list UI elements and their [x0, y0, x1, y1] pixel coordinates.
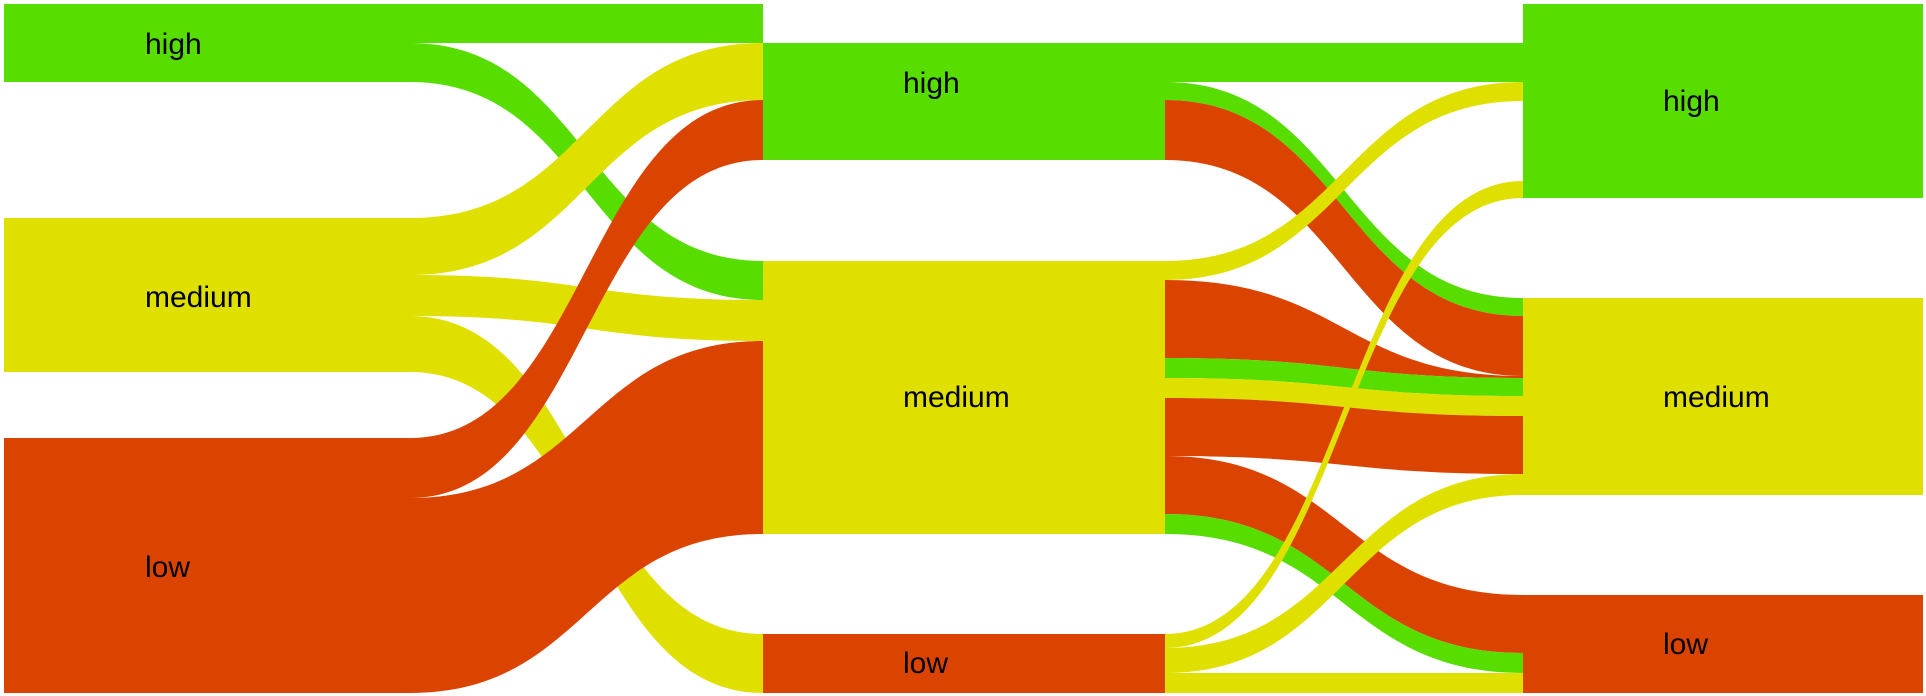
link-low-to-medium-15	[1165, 398, 1523, 474]
link-high-to-high-1	[410, 4, 763, 43]
stage3-medium-label: medium	[1663, 381, 1770, 414]
stage2-medium-node	[763, 261, 1165, 534]
stage3-high-label: high	[1663, 85, 1720, 118]
link-medium-to-high-18	[1165, 181, 1523, 648]
stage1-low-node	[4, 438, 410, 693]
stage2-high-label: high	[903, 67, 960, 100]
links-layer	[410, 4, 1523, 693]
stage2-low-label: low	[903, 647, 948, 680]
stage3-medium-node	[1523, 298, 1923, 495]
link-low-to-medium-12	[1165, 280, 1523, 378]
link-medium-to-medium-19	[1165, 474, 1523, 673]
nodes-layer	[4, 4, 1923, 693]
stage1-medium-label: medium	[145, 281, 252, 314]
stage2-high-node	[763, 43, 1165, 160]
link-high-to-high-8	[1165, 43, 1523, 82]
stage1-medium-node	[4, 218, 410, 372]
link-high-to-medium-13	[1165, 358, 1523, 396]
stage2-low-node	[763, 634, 1165, 693]
link-low-to-medium-7	[410, 341, 763, 693]
link-medium-to-low-20	[1165, 673, 1523, 693]
link-low-to-low-16	[1165, 456, 1523, 653]
link-medium-to-medium-14	[1165, 378, 1523, 416]
link-medium-to-high-3	[410, 43, 763, 275]
stage1-high-label: high	[145, 28, 202, 61]
stage3-high-node	[1523, 4, 1923, 198]
link-high-to-medium-9	[1165, 82, 1523, 316]
stage1-high-node	[4, 4, 410, 82]
labels-layer: high medium low high medium low high med…	[145, 28, 1770, 680]
stage3-low-label: low	[1663, 628, 1708, 661]
link-high-to-low-17	[1165, 514, 1523, 673]
stage1-low-label: low	[145, 551, 190, 584]
stage2-medium-label: medium	[903, 381, 1010, 414]
stage3-low-node	[1523, 595, 1923, 693]
link-low-to-high-6	[410, 100, 763, 498]
link-medium-to-high-11	[1165, 82, 1523, 280]
link-low-to-medium-10	[1165, 100, 1523, 376]
